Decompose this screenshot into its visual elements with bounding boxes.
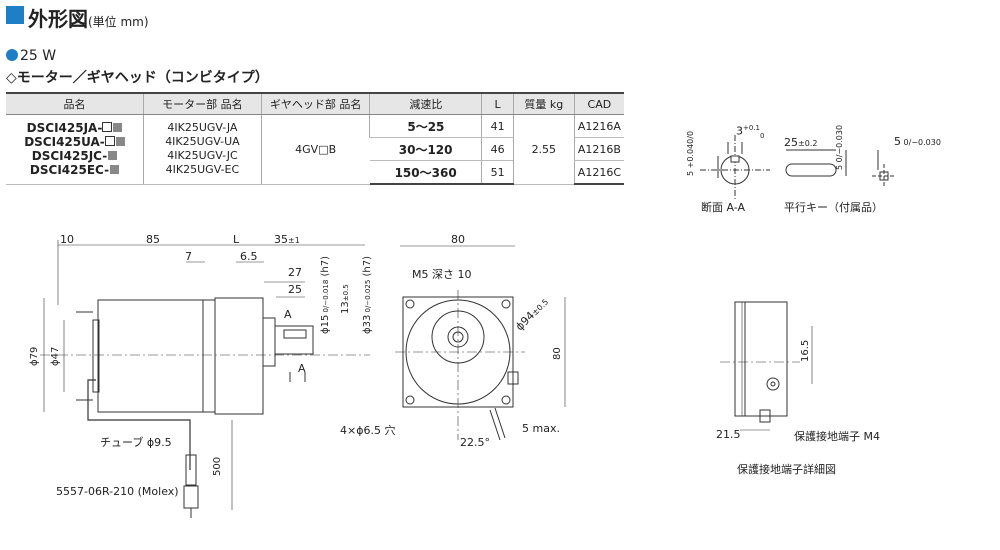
key-length-dim: 25±0.2 <box>784 136 818 149</box>
filled-box-icon <box>110 165 120 175</box>
section-aa-caption: 断面 A-A <box>701 201 746 214</box>
front-dim-80-top: 80 <box>451 233 465 246</box>
part-names-cell: DSCI425JA- DSCI425UA- DSCI425JC- DSCI425… <box>6 114 144 185</box>
section-aa-drawing <box>700 135 770 200</box>
mass-cell: 2.55 <box>512 114 575 185</box>
key-width-dim: 5 0/−0.030 <box>894 135 941 148</box>
section-mark-a-top: A <box>284 308 292 321</box>
ground-detail-drawing <box>720 301 813 431</box>
power-rating: 25 W <box>6 48 56 64</box>
filled-box-icon <box>115 137 125 147</box>
dia-79-dim: ϕ79 <box>29 346 40 366</box>
motor-part: 4IK25UGV-EC <box>165 163 240 177</box>
placeholder-box-icon <box>102 122 113 133</box>
tube-label: チューブ ϕ9.5 <box>100 436 172 449</box>
title-marker <box>6 6 24 24</box>
th-gearhead-part: ギヤヘッド部 品名 <box>260 92 370 115</box>
dim-25: 25 <box>288 283 302 296</box>
cad-cell: A1216A <box>573 114 624 138</box>
angle-label: 22.5° <box>460 436 490 449</box>
connector-label: 5557-06R-210 (Molex) <box>56 485 179 498</box>
th-ratio: 減速比 <box>369 92 482 115</box>
cad-cell: A1216B <box>573 137 624 161</box>
part-name: DSCI425JA- <box>9 121 140 135</box>
product-type: ◇モーター／ギヤヘッド（コンビタイプ） <box>6 70 269 86</box>
key-height-dim: 5 0/−0.030 <box>835 124 844 170</box>
filled-box-icon <box>113 123 123 133</box>
dia-15-dim: ϕ15 0/−0.018 (h7) <box>320 256 331 334</box>
side-view-drawing <box>40 240 370 518</box>
table-row: 150～360 51 A1216C <box>6 160 624 185</box>
section-mark-a-bottom: A <box>298 362 306 375</box>
spec-table: 品名 モーター部 品名 ギヤヘッド部 品名 減速比 L 質量 kg CAD DS… <box>6 92 624 185</box>
dim-35: 35±1 <box>274 233 300 246</box>
ground-detail-caption: 保護接地端子詳細図 <box>737 463 836 476</box>
ratio-cell: 150～360 <box>369 160 482 185</box>
motor-part: 4IK25UGV-JC <box>167 149 238 163</box>
table-row: 30～120 46 A1216B <box>6 137 624 161</box>
ratio-cell: 5～25 <box>369 114 482 138</box>
holes-label: 4×ϕ6.5 穴 <box>340 424 396 437</box>
motor-parts-cell: 4IK25UGV-JA 4IK25UGV-UA 4IK25UGV-JC 4IK2… <box>143 114 262 185</box>
terminal-label: 保護接地端子 M4 <box>794 430 880 443</box>
dim-10: 10 <box>60 233 74 246</box>
cad-cell: A1216C <box>573 160 624 185</box>
lead-length-dim: 500 <box>212 456 223 476</box>
dia-33-dim: ϕ33 0/−0.025 (h7) <box>362 256 373 334</box>
section-height-dim: 5 +0.040/0 <box>686 130 695 176</box>
dim-6-5: 6.5 <box>240 250 258 263</box>
key-drawing <box>785 149 896 188</box>
th-part-name: 品名 <box>6 92 144 115</box>
gearhead-cell: 4GV□B <box>260 114 370 185</box>
dim-16-5: 16.5 <box>800 339 811 362</box>
part-name: DSCI425UA- <box>9 135 140 149</box>
th-L: L <box>481 92 514 115</box>
page-title: 外形図(単位 mm) <box>28 7 149 31</box>
table-row: DSCI425JA- DSCI425UA- DSCI425JC- DSCI425… <box>6 114 624 185</box>
part-name: DSCI425EC- <box>9 163 140 177</box>
dim-L: L <box>233 233 240 246</box>
max-label: 5 max. <box>522 422 560 435</box>
tap-label: M5 深さ 10 <box>412 268 472 281</box>
table-header-row: 品名 モーター部 品名 ギヤヘッド部 品名 減速比 L 質量 kg CAD <box>6 92 624 115</box>
L-cell: 51 <box>481 160 514 185</box>
dia-47-dim: ϕ47 <box>50 346 61 366</box>
front-dim-80-right: 80 <box>552 347 563 360</box>
dim-13: 13±0.5 <box>340 284 351 314</box>
L-cell: 41 <box>481 114 514 138</box>
dim-27: 27 <box>288 266 302 279</box>
dim-21-5: 21.5 <box>716 428 741 441</box>
bullet-dot-icon <box>6 49 18 61</box>
front-view-drawing <box>395 245 566 441</box>
th-mass: 質量 kg <box>512 92 575 115</box>
ratio-cell: 30～120 <box>369 137 482 161</box>
section-width-dim: 3+0.10 <box>736 124 765 140</box>
placeholder-box-icon <box>104 136 115 147</box>
th-cad: CAD <box>573 92 624 115</box>
dim-7: 7 <box>185 250 192 263</box>
filled-box-icon <box>108 151 118 161</box>
motor-part: 4IK25UGV-UA <box>165 135 240 149</box>
unit-label: (単位 mm) <box>88 15 149 29</box>
dim-85: 85 <box>146 233 160 246</box>
part-name: DSCI425JC- <box>9 149 140 163</box>
motor-part: 4IK25UGV-JA <box>167 121 238 135</box>
L-cell: 46 <box>481 137 514 161</box>
key-caption: 平行キー（付属品） <box>784 201 883 214</box>
th-motor-part: モーター部 品名 <box>143 92 262 115</box>
